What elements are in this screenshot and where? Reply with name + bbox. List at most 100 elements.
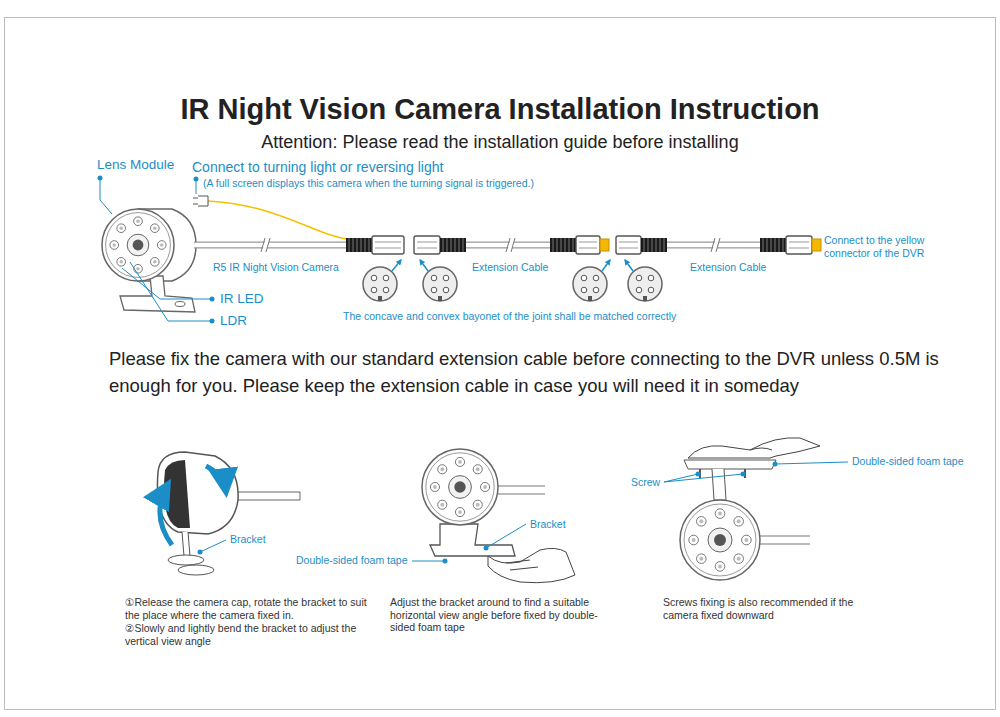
pin bbox=[581, 287, 587, 293]
cable-break bbox=[712, 238, 720, 252]
grip-ridge bbox=[353, 238, 354, 252]
pin bbox=[383, 275, 389, 281]
pin bbox=[383, 287, 389, 293]
grip-ridge bbox=[557, 238, 558, 252]
step-text: ①Release the camera cap, rotate the brac… bbox=[125, 596, 375, 621]
wire-terminal bbox=[193, 196, 208, 206]
connector-grip bbox=[550, 238, 576, 252]
leader-dot bbox=[773, 462, 778, 467]
ir-led-core bbox=[699, 557, 703, 561]
part-name: Screw bbox=[631, 476, 660, 489]
leader-dot bbox=[443, 559, 448, 564]
ir-led-core bbox=[112, 243, 116, 247]
bracket-hole bbox=[175, 302, 185, 307]
ir-led bbox=[481, 482, 490, 491]
grip-ridge bbox=[767, 238, 768, 252]
bracket-plate bbox=[684, 460, 776, 469]
pin bbox=[581, 275, 587, 281]
leader-dot bbox=[210, 319, 215, 324]
pin bbox=[648, 287, 654, 293]
hand bbox=[488, 548, 575, 582]
grip-ridge bbox=[361, 238, 362, 252]
grip-ridge bbox=[783, 238, 784, 252]
step2-figure bbox=[412, 449, 575, 583]
part-name: Bracket bbox=[230, 533, 266, 546]
break-mark bbox=[261, 238, 265, 252]
connector-line bbox=[789, 242, 809, 243]
ir-led bbox=[455, 457, 464, 466]
leader-dot bbox=[484, 546, 489, 551]
connector-line bbox=[789, 248, 809, 249]
cable-break bbox=[262, 238, 270, 252]
break-mark bbox=[711, 238, 715, 252]
grip-ridge bbox=[443, 238, 444, 252]
ir-led bbox=[734, 517, 744, 527]
ir-led bbox=[150, 257, 159, 266]
ir-led-core bbox=[476, 467, 480, 471]
grip-ridge bbox=[771, 238, 772, 252]
camera-face bbox=[422, 449, 498, 525]
ir-led-core bbox=[433, 485, 437, 489]
leader-line bbox=[664, 474, 698, 482]
key-notch bbox=[438, 296, 442, 301]
pin bbox=[636, 275, 642, 281]
yellow-wire bbox=[208, 201, 352, 240]
key-notch bbox=[588, 296, 592, 301]
cable bbox=[236, 492, 300, 500]
ir-led bbox=[715, 509, 725, 519]
part-name: R5 IR Night Vision Camera bbox=[213, 261, 339, 274]
camera-side bbox=[157, 452, 238, 534]
connector-line bbox=[619, 248, 638, 249]
step3-figure bbox=[664, 438, 848, 580]
connector-grip bbox=[440, 238, 466, 252]
break-mark bbox=[511, 238, 515, 252]
grip-ridge bbox=[664, 238, 665, 252]
pin bbox=[593, 287, 599, 293]
grip-ridge bbox=[455, 238, 456, 252]
pin bbox=[636, 287, 642, 293]
ir-led bbox=[430, 482, 439, 491]
connector-body bbox=[414, 236, 440, 254]
camera-rim bbox=[106, 213, 171, 278]
bracket-plate bbox=[168, 555, 204, 565]
leader-dot bbox=[696, 472, 701, 477]
break-mark bbox=[716, 238, 720, 252]
ir-led-core bbox=[136, 219, 140, 223]
ir-led-core bbox=[153, 260, 157, 264]
ir-led-core bbox=[483, 485, 487, 489]
connector-body bbox=[616, 236, 641, 254]
leader-line bbox=[664, 474, 743, 482]
ir-led-core bbox=[119, 226, 123, 230]
camera-rim bbox=[684, 504, 756, 576]
wiring-note: (A full screen displays this camera when… bbox=[203, 177, 534, 190]
pin-face bbox=[628, 267, 662, 301]
connector-line bbox=[375, 248, 401, 249]
leader-dot bbox=[741, 472, 746, 477]
ir-led bbox=[473, 465, 482, 474]
break-mark bbox=[266, 238, 270, 252]
ir-led-core bbox=[699, 519, 703, 523]
attention-note: Attention: Please read the installation … bbox=[0, 132, 1000, 154]
lens-glass bbox=[714, 534, 726, 546]
pin bbox=[431, 275, 437, 281]
pin bbox=[443, 275, 449, 281]
ir-led-core bbox=[718, 564, 722, 568]
match-arrow bbox=[420, 260, 428, 271]
grip-ridge bbox=[644, 238, 645, 252]
ir-led bbox=[117, 224, 126, 233]
camera-rim bbox=[426, 453, 494, 521]
leader-dot bbox=[198, 550, 203, 555]
hand bbox=[688, 438, 820, 458]
connector-body bbox=[786, 236, 812, 254]
step-text: ②Slowly and lightly bend the bracket to … bbox=[125, 622, 375, 647]
step-text: Adjust the bracket around to find a suit… bbox=[390, 596, 605, 634]
ir-led-core bbox=[737, 557, 741, 561]
wiring-note: Connect to the yellow connector of the D… bbox=[824, 234, 954, 259]
ir-led bbox=[734, 554, 744, 564]
ir-led-core bbox=[744, 538, 748, 542]
ir-led bbox=[473, 500, 482, 509]
part-name: Bracket bbox=[530, 518, 566, 531]
part-name: LDR bbox=[220, 313, 247, 329]
pin bbox=[648, 275, 654, 281]
pin-face bbox=[573, 267, 607, 301]
